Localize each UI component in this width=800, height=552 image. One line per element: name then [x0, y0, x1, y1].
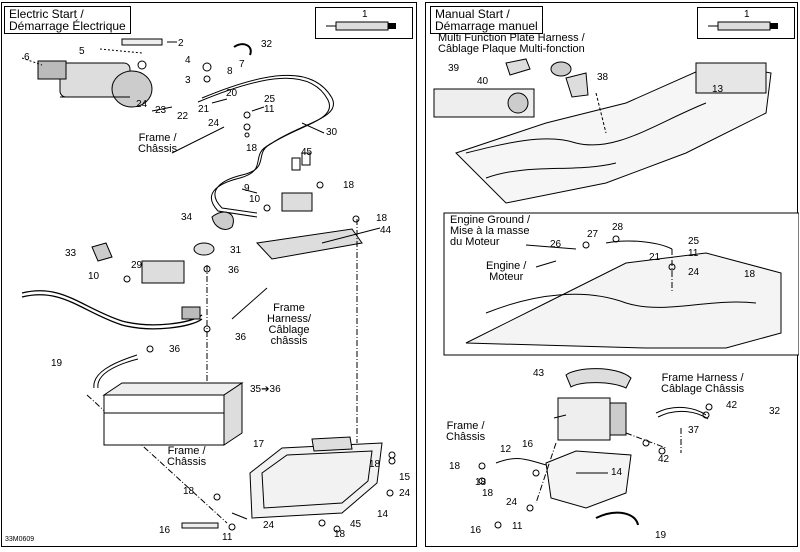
part-number: 36	[169, 344, 181, 355]
part-number: 37	[688, 425, 700, 436]
part-number: 5	[79, 46, 85, 57]
part-number: 9	[244, 183, 250, 194]
callout-number: 1	[744, 9, 750, 20]
part-number: 10	[88, 271, 100, 282]
part-number: 35➔36	[250, 384, 281, 395]
part-number: 18	[475, 477, 487, 488]
multi-function-plate-header: Multi Function Plate Harness / Câblage P…	[438, 32, 585, 55]
electric-start-panel: Electric Start / Démarrage Électrique 1 …	[1, 2, 417, 547]
part-number: 18	[376, 213, 388, 224]
part-number: 18	[482, 488, 494, 499]
part-number: 13	[712, 84, 724, 95]
part-number: 6	[24, 52, 30, 63]
part-number: 18	[744, 269, 756, 280]
part-number: 26	[550, 239, 562, 250]
part-number: 18	[246, 143, 258, 154]
part-number: 32	[769, 406, 781, 417]
part-number: 24	[506, 497, 518, 508]
part-number: 27	[587, 229, 599, 240]
part-number: 45	[301, 147, 313, 158]
manual-start-title: Manual Start / Démarrage manuel	[430, 6, 543, 34]
part-number: 21	[649, 252, 661, 263]
engine-ground-header: Engine Ground / Mise à la masse du Moteu…	[450, 214, 531, 248]
part-number: 3	[185, 75, 191, 86]
part-number: 29	[131, 260, 143, 271]
frame-harness-label: Frame Harness / Câblage Châssis	[661, 372, 745, 395]
part-number: 2	[178, 38, 184, 49]
part-number: 23	[155, 105, 167, 116]
callout-box-1: 1	[697, 7, 795, 39]
part-number: 20	[226, 88, 238, 99]
part-number: 45	[350, 519, 362, 530]
part-number: 18	[334, 529, 346, 540]
part-number: 19	[51, 358, 63, 369]
callout-number: 1	[362, 9, 368, 20]
part-number: 39	[448, 63, 460, 74]
part-number: 11	[688, 248, 699, 259]
part-number: 38	[597, 72, 609, 83]
electric-start-title: Electric Start / Démarrage Électrique	[4, 6, 131, 34]
part-number: 24	[208, 118, 220, 129]
part-number: 24	[263, 520, 275, 531]
part-number: 16	[470, 525, 482, 536]
manual-start-panel: Manual Start / Démarrage manuel 1 Multi …	[425, 2, 799, 547]
part-number: 33	[65, 248, 77, 259]
part-number: 25	[264, 94, 276, 105]
part-number: 4	[185, 55, 191, 66]
part-number: 11	[222, 532, 233, 543]
part-number: 16	[159, 525, 171, 536]
part-number: 43	[533, 368, 545, 379]
document-id: 33M0609	[5, 536, 35, 543]
part-number: 19	[655, 530, 667, 541]
frame-harness-label: Frame Harness/ Câblage châssis	[267, 302, 312, 347]
part-number: 21	[198, 104, 210, 115]
part-number: 18	[183, 486, 195, 497]
lubricant-tube-icon	[326, 21, 396, 31]
part-number: 30	[326, 127, 338, 138]
part-number: 42	[726, 400, 738, 411]
part-number: 18	[343, 180, 355, 191]
part-number: 36	[228, 265, 240, 276]
callout-box-1: 1	[315, 7, 413, 39]
part-number: 34	[181, 212, 193, 223]
part-number: 10	[249, 194, 261, 205]
part-number: 14	[377, 509, 389, 520]
part-number: 28	[612, 222, 624, 233]
part-number: 8	[227, 66, 233, 77]
part-number: 22	[177, 111, 189, 122]
part-number: 24	[688, 267, 700, 278]
frame-label: Frame / Châssis	[167, 445, 207, 468]
part-number: 42	[658, 454, 670, 465]
frame-label: Frame / Châssis	[446, 420, 486, 443]
part-number: 25	[688, 236, 700, 247]
part-number: 7	[239, 59, 245, 70]
part-number: 31	[230, 245, 242, 256]
part-number: 40	[477, 76, 489, 87]
part-number: 18	[449, 461, 461, 472]
part-number: 11	[264, 104, 275, 115]
part-number: 16	[522, 439, 534, 450]
part-number: 11	[512, 521, 523, 532]
lubricant-tube-icon	[708, 21, 778, 31]
engine-label: Engine / Moteur	[486, 260, 527, 283]
part-number: 17	[253, 439, 265, 450]
part-number: 24	[399, 488, 411, 499]
part-number: 15	[399, 472, 411, 483]
electric-start-exploded-view	[21, 38, 396, 533]
part-number: 18	[369, 459, 381, 470]
part-number: 32	[261, 39, 273, 50]
part-number: 14	[611, 467, 623, 478]
frame-label: Frame / Châssis	[138, 132, 178, 155]
part-number: 24	[136, 99, 148, 110]
part-number: 36	[235, 332, 247, 343]
manual-start-exploded-view	[433, 58, 799, 529]
part-number: 12	[500, 444, 512, 455]
part-number: 44	[380, 225, 392, 236]
